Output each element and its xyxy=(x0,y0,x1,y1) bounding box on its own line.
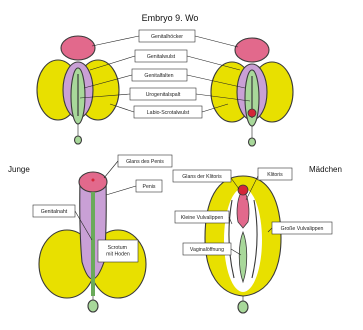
label-klitoris: Klitoris xyxy=(267,172,283,178)
embryo-left-anus xyxy=(75,136,82,144)
label-scrotum-mit-hoden: Scrotum mit Hoden xyxy=(106,245,130,258)
male-anus xyxy=(88,300,98,312)
label-genitalhoecker: Genitalhöcker xyxy=(151,34,183,40)
label-vaginaloeffnung: Vaginalöffnung xyxy=(190,247,224,253)
embryo-left-genital-tubercle xyxy=(61,36,95,60)
male-glans xyxy=(79,172,107,192)
female-anus xyxy=(238,301,248,313)
label-penis: Penis xyxy=(143,184,156,190)
label-genitalwulst: Genitalwulst xyxy=(147,54,176,60)
label-kleine-vulvalippen: Kleine Vulvalippen xyxy=(181,215,224,221)
diagram-title: Embryo 9. Wo xyxy=(142,13,199,23)
female-glans-clitoris xyxy=(238,185,248,195)
embryo-right-figure xyxy=(211,38,293,146)
embryo-label-boxes: Genitalhöcker Genitalwulst Genitalfalten… xyxy=(130,30,202,118)
embryo-right-genital-tubercle xyxy=(235,38,269,62)
label-glans-des-penis: Glans des Penis xyxy=(126,159,164,165)
label-urogenitalspalt: Urogenitalspalt xyxy=(146,92,181,98)
label-glans-der-klitoris: Glans der Klitoris xyxy=(182,174,222,180)
embryo-right-anus xyxy=(249,138,256,146)
male-heading: Junge xyxy=(8,165,30,174)
label-genitalfalten: Genitalfalten xyxy=(144,73,173,79)
embryo-left-figure xyxy=(37,36,119,144)
embryo-right-red-dot xyxy=(248,109,256,117)
label-genitalnaht: Genitalnaht xyxy=(41,209,68,215)
label-labio-scrotalwulst: Labio-Scrotalwulst xyxy=(147,110,190,116)
label-grosse-vulvalippen: Große Vulvalippen xyxy=(281,226,324,232)
female-heading: Mädchen xyxy=(309,165,342,174)
